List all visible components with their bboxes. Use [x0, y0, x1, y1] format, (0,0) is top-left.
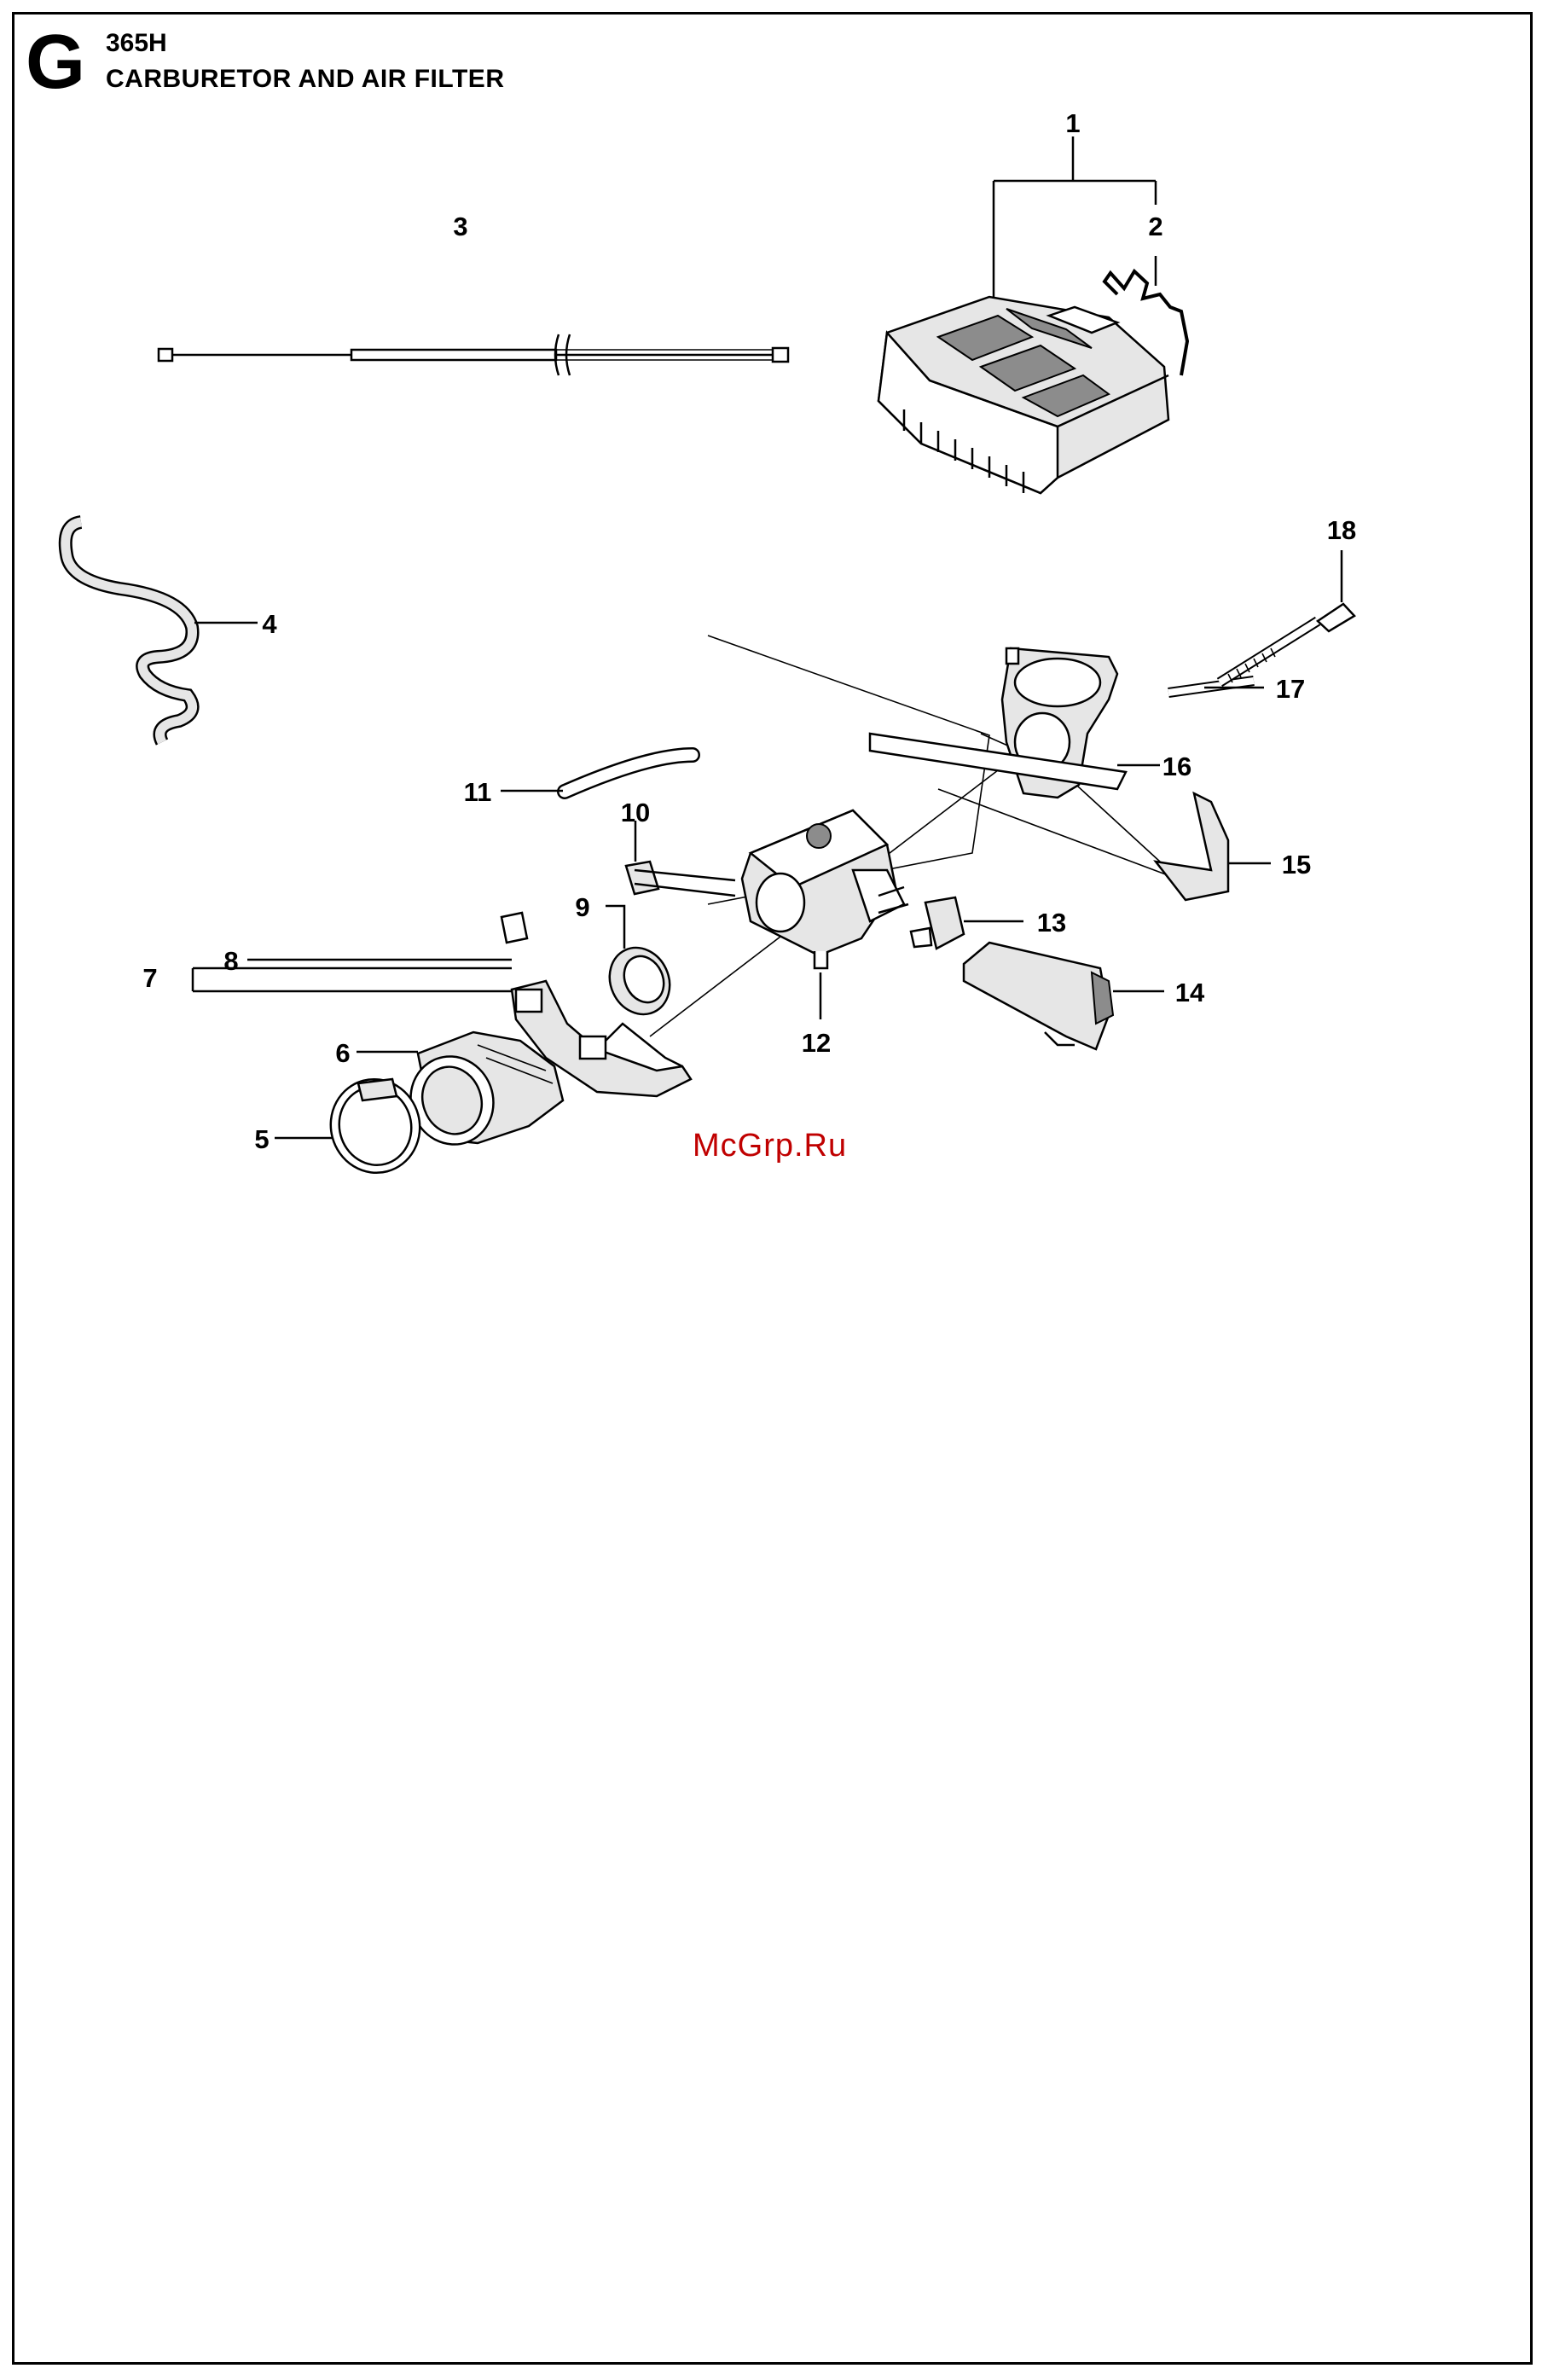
part-9-ring[interactable]	[599, 937, 680, 1024]
part-18-long-bolt[interactable]	[1220, 604, 1354, 682]
leader-9	[606, 906, 624, 949]
leader-7-8	[193, 968, 512, 991]
callout-16: 16	[1162, 752, 1191, 781]
callout-9: 9	[575, 892, 589, 922]
part-4-hose-outline[interactable]	[66, 522, 193, 742]
watermark: McGrp.Ru	[693, 1128, 847, 1164]
callout-18: 18	[1327, 515, 1356, 545]
callout-7: 7	[142, 963, 157, 993]
callout-14: 14	[1175, 978, 1205, 1007]
part-4-hose-fill	[66, 522, 193, 742]
callout-15: 15	[1282, 850, 1311, 879]
part-13-choke-part[interactable]	[911, 897, 964, 949]
callout-2: 2	[1148, 212, 1162, 241]
callout-1: 1	[1065, 108, 1080, 138]
callout-3: 3	[453, 212, 467, 241]
part-15-choke-lever[interactable]	[1156, 793, 1228, 900]
callout-12: 12	[802, 1028, 831, 1058]
part-1-air-filter[interactable]	[878, 297, 1168, 493]
callout-11: 11	[464, 777, 492, 807]
callout-5: 5	[254, 1124, 269, 1154]
guide-line-3	[938, 789, 1177, 879]
part-10-fitting[interactable]	[626, 862, 735, 896]
part-6-intake-boot[interactable]	[398, 1032, 563, 1156]
callout-13: 13	[1037, 908, 1066, 937]
callout-8: 8	[223, 946, 238, 976]
part-14-choke-slide[interactable]	[964, 943, 1113, 1049]
callout-10: 10	[621, 798, 650, 827]
callout-4: 4	[262, 609, 277, 639]
callout-17: 17	[1276, 674, 1305, 704]
part-3-cable[interactable]	[159, 334, 788, 375]
part-12-carburetor[interactable]	[742, 810, 908, 968]
callout-6: 6	[335, 1038, 350, 1068]
